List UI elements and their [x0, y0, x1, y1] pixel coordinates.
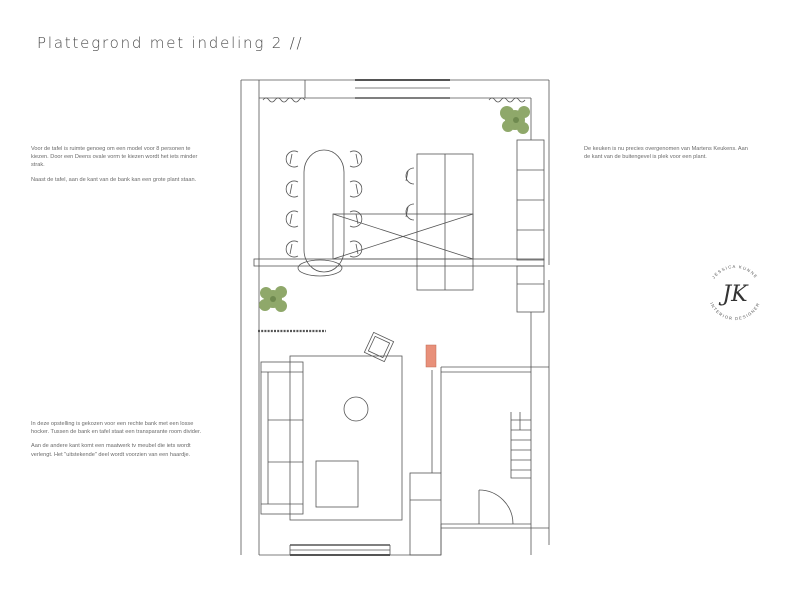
logo-ring-text-top: JESSICA KUNNE — [711, 264, 758, 280]
tv-cabinet — [409, 367, 442, 556]
rug — [289, 355, 403, 521]
living-note-paragraph-2: Aan de andere kant komt een maatwerk tv … — [31, 443, 191, 458]
kitchen-island — [332, 213, 474, 260]
side-table — [343, 396, 369, 422]
dining-note: Voor de tafel is ruimte genoeg om een mo… — [31, 145, 206, 190]
living-note: In deze opstelling is gekozen voor een r… — [31, 420, 209, 465]
hallway-walls — [440, 366, 549, 555]
page-title: Plattegrond met indeling 2 // — [37, 34, 304, 52]
living-note-paragraph-1: In deze opstelling is gekozen voor een r… — [31, 421, 202, 436]
curtain-left — [262, 97, 306, 103]
front-window — [304, 79, 450, 99]
curtain-right — [488, 97, 526, 103]
back-window — [289, 544, 391, 556]
plant-living — [259, 286, 287, 312]
designer-logo: JESSICA KUNNE INTERIOR DESIGNER JK — [700, 258, 770, 328]
dining-note-paragraph-2: Naast de tafel, aan de kant van de bank … — [31, 176, 197, 183]
hocker — [315, 460, 359, 508]
exterior-walls — [240, 79, 550, 556]
kitchen-counter — [516, 139, 545, 313]
dining-table — [303, 149, 345, 273]
kitchen-note-paragraph-1: De keuken is nu precies overgenomen van … — [584, 146, 748, 161]
armchair — [363, 331, 395, 363]
floor-lamp — [297, 259, 343, 277]
kitchen-note: De keuken is nu precies overgenomen van … — [584, 145, 754, 167]
door-swing — [478, 489, 514, 525]
fireplace — [425, 344, 437, 368]
plant-kitchen — [500, 106, 530, 134]
dividing-wall — [253, 258, 545, 267]
dining-chairs — [285, 150, 415, 258]
logo-monogram: JK — [718, 282, 749, 307]
dining-note-paragraph-1: Voor de tafel is ruimte genoeg om een mo… — [31, 146, 198, 169]
sofa — [260, 361, 304, 515]
staircase — [510, 412, 531, 479]
svg-text:JESSICA KUNNE: JESSICA KUNNE — [711, 264, 759, 280]
